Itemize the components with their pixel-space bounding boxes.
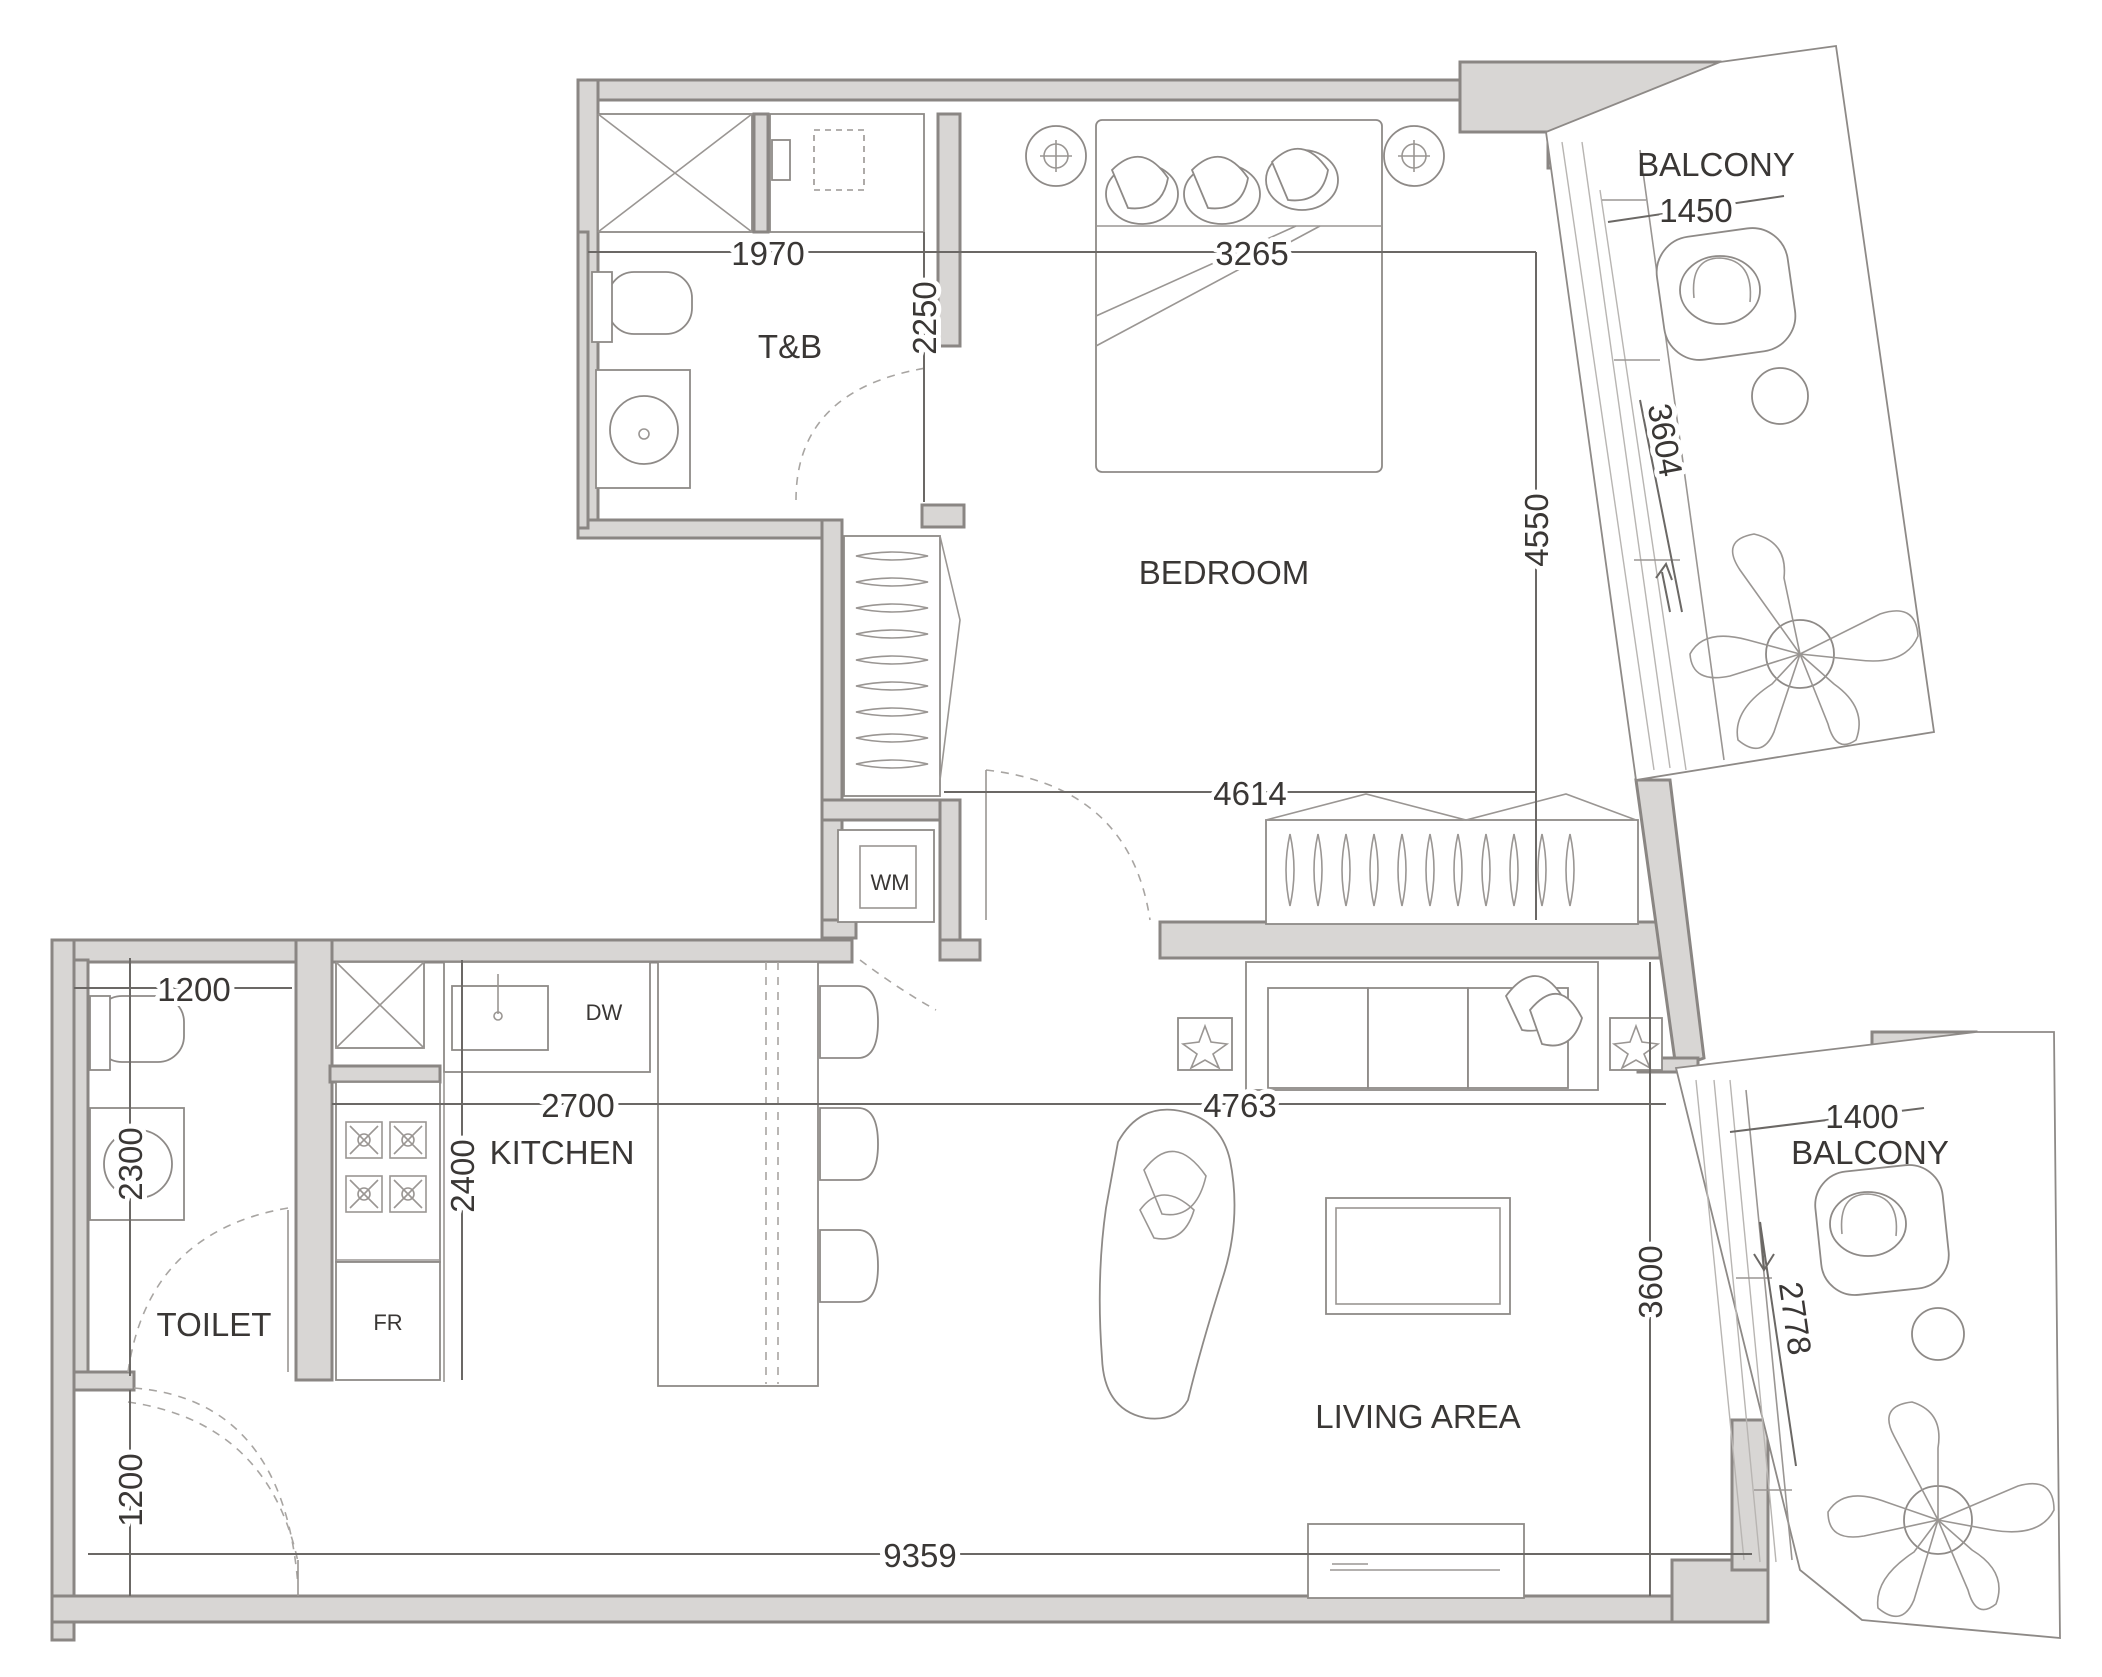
hanger-icon — [1425, 833, 1435, 907]
appliance-label-wm: WM — [870, 870, 909, 895]
kitchen-counter — [335, 961, 819, 1387]
hanger-icon — [855, 603, 929, 613]
hanger-icon — [1341, 833, 1351, 907]
hanger-icon — [1453, 833, 1463, 907]
hanger-icon — [1369, 833, 1379, 907]
curved-sofa — [1098, 1108, 1236, 1420]
hanger-icon — [1565, 833, 1575, 907]
wardrobe-hangers — [855, 551, 929, 769]
room-label-tb: T&B — [758, 328, 822, 365]
room-label-balcony-upper: BALCONY — [1637, 146, 1795, 183]
sofa — [1245, 961, 1599, 1091]
appliance-label-dw: DW — [586, 1000, 623, 1025]
hanger-icon — [1509, 833, 1519, 907]
dim-bedroom-depth: 4550 — [1518, 493, 1555, 566]
wardrobe-bedroom — [843, 535, 1639, 925]
hanger-icon — [855, 655, 929, 665]
room-label-toilet: TOILET — [157, 1306, 272, 1343]
side-table-right — [1609, 1017, 1663, 1071]
dim-overall-width: 9359 — [883, 1537, 956, 1574]
room-labels: T&B BEDROOM BALCONY BALCONY KITCHEN TOIL… — [157, 146, 1949, 1435]
hanger-icon — [855, 707, 929, 717]
hanger-icon — [1313, 833, 1323, 907]
tb-fixtures — [591, 113, 927, 501]
wardrobe-hangers — [1285, 833, 1575, 907]
room-label-living: LIVING AREA — [1315, 1398, 1520, 1435]
plant-icon — [1827, 1401, 2055, 1618]
bedroom-door — [985, 769, 1151, 921]
hanger-icon — [855, 629, 929, 639]
dim-toilet-depth: 2300 — [112, 1127, 149, 1200]
hanger-icon — [1397, 833, 1407, 907]
appliance-label-fr: FR — [373, 1310, 402, 1335]
entry-door — [127, 1401, 299, 1563]
dim-kitchen-width: 2700 — [541, 1087, 614, 1124]
hanger-icon — [1481, 833, 1491, 907]
dim-entry-depth: 1200 — [112, 1453, 149, 1526]
dim-balcony-upper-width: 1450 — [1659, 192, 1732, 229]
bed — [1095, 119, 1383, 473]
plant-icon — [1689, 533, 1919, 750]
toilet-fixtures — [89, 995, 299, 1596]
room-label-balcony-lower: BALCONY — [1791, 1134, 1949, 1171]
dim-living-depth: 3600 — [1632, 1245, 1669, 1318]
burner-icon — [345, 1121, 383, 1159]
nightstand-left — [1025, 125, 1087, 187]
tv-console — [1307, 1523, 1525, 1599]
dim-toilet-width: 1200 — [157, 971, 230, 1008]
dim-bedroom-wardrobe-width: 4614 — [1213, 775, 1286, 812]
room-label-kitchen: KITCHEN — [490, 1134, 635, 1171]
hob-icon — [345, 1121, 427, 1213]
burner-icon — [389, 1121, 427, 1159]
dimension-lines — [74, 195, 1925, 1596]
hanger-icon — [1285, 833, 1295, 907]
hanger-icon — [855, 733, 929, 743]
dim-living-width: 4763 — [1203, 1087, 1276, 1124]
dim-bedroom-width: 3265 — [1215, 235, 1288, 272]
room-label-bedroom: BEDROOM — [1139, 554, 1310, 591]
dim-kitchen-depth: 2400 — [444, 1139, 481, 1212]
burner-icon — [389, 1175, 427, 1213]
burner-icon — [345, 1175, 383, 1213]
hanger-icon — [855, 681, 929, 691]
bar-stools — [819, 985, 879, 1303]
dim-tb-depth: 2250 — [906, 281, 943, 354]
hanger-icon — [855, 551, 929, 561]
hanger-icon — [855, 759, 929, 769]
dim-tb-width: 1970 — [731, 235, 804, 272]
nightstand-right — [1383, 125, 1445, 187]
dim-balcony-lower-width: 1400 — [1825, 1098, 1898, 1135]
balcony-upper — [1545, 44, 1936, 782]
washing-machine — [837, 829, 937, 1011]
balcony-lower — [1674, 1031, 2061, 1639]
hanger-icon — [855, 577, 929, 587]
hanger-icon — [1537, 833, 1547, 907]
side-table-left — [1177, 1017, 1233, 1071]
coffee-table — [1325, 1197, 1511, 1315]
